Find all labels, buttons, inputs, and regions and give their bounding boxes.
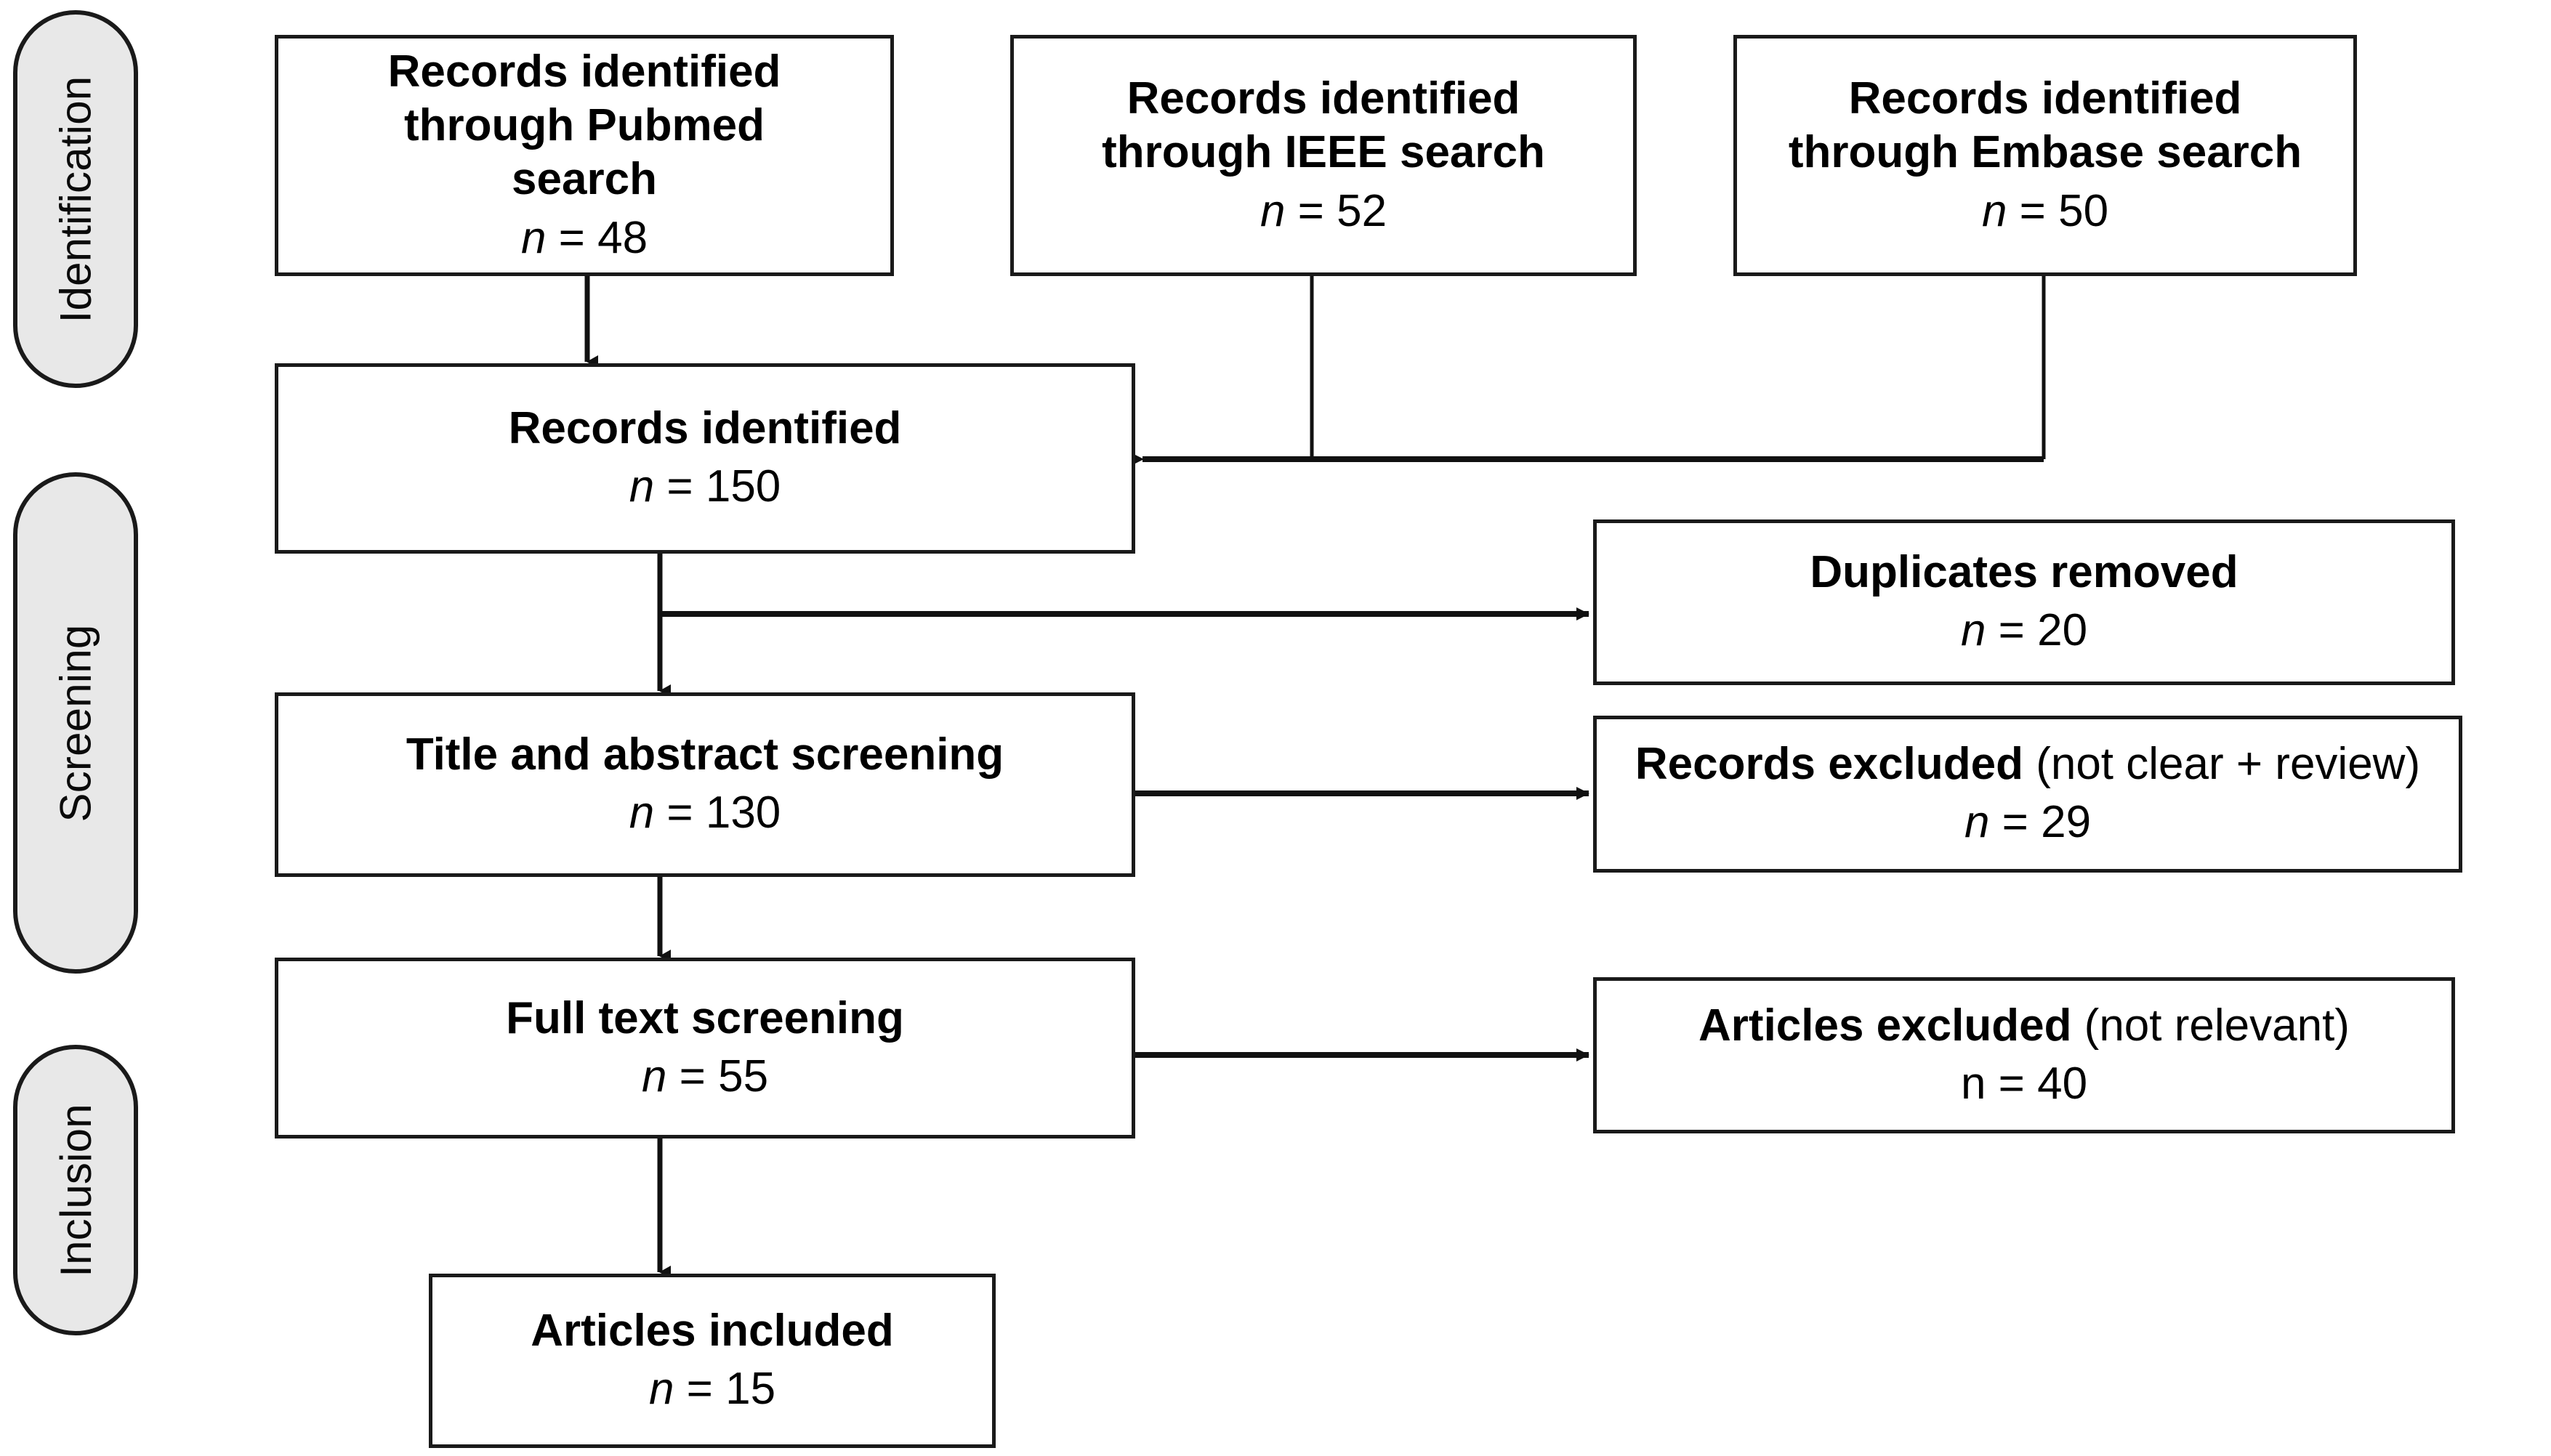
phase-label-screening: Screening xyxy=(51,624,100,822)
n-symbol-pubmed: n xyxy=(520,212,547,263)
n-symbol-embase: n xyxy=(1981,185,2007,236)
box-count-records-identified: n = 150 xyxy=(629,458,781,515)
n-symbol-title-abstract: n xyxy=(629,788,655,838)
box-count-embase: n = 50 xyxy=(1982,183,2108,240)
box-duplicates-removed: Duplicates removed n = 20 xyxy=(1593,519,2455,685)
box-title-title-abstract: Title and abstract screening xyxy=(406,729,1004,780)
n-value-articles-excluded: = 40 xyxy=(1998,1058,2088,1109)
n-symbol-records-identified: n xyxy=(629,461,655,512)
box-count-duplicates-removed: n = 20 xyxy=(1961,602,2087,659)
n-value-title-abstract: = 130 xyxy=(666,788,781,838)
box-count-articles-excluded: n = 40 xyxy=(1961,1056,2087,1112)
n-value-pubmed: = 48 xyxy=(558,212,648,263)
box-title-records-excluded: Records excluded (not clear + review) xyxy=(1635,737,2420,791)
box-articles-included: Articles included n = 15 xyxy=(429,1274,996,1448)
box-title-records-excluded-note: (not clear + review) xyxy=(2023,739,2421,790)
box-records-identified-pubmed: Records identified through Pubmed search… xyxy=(275,35,894,276)
box-records-identified-embase: Records identified through Embase search… xyxy=(1733,35,2357,276)
box-title-articles-included: Articles included xyxy=(531,1306,894,1356)
n-symbol-records-excluded: n xyxy=(1964,797,1990,848)
n-value-full-text: = 55 xyxy=(679,1051,769,1101)
box-title-duplicates-removed: Duplicates removed xyxy=(1810,547,2238,598)
n-value-embase: = 50 xyxy=(2019,185,2109,236)
box-count-pubmed: n = 48 xyxy=(521,210,648,267)
n-symbol-full-text: n xyxy=(641,1051,667,1101)
n-symbol-ieee: n xyxy=(1260,185,1286,236)
box-full-text-screening: Full text screening n = 55 xyxy=(275,958,1135,1138)
box-records-excluded: Records excluded (not clear + review) n … xyxy=(1593,716,2462,873)
box-title-abstract-screening: Title and abstract screening n = 130 xyxy=(275,692,1135,877)
box-title-embase: Records identified through Embase search xyxy=(1788,73,2302,178)
box-title-ieee: Records identified through IEEE search xyxy=(1102,73,1545,178)
n-value-records-identified: = 150 xyxy=(666,461,781,512)
n-symbol-duplicates-removed: n xyxy=(1960,605,1986,656)
phase-pill-screening: Screening xyxy=(13,472,138,974)
phase-label-inclusion: Inclusion xyxy=(51,1103,100,1277)
n-value-records-excluded: = 29 xyxy=(2002,797,2092,848)
box-title-records-identified: Records identified xyxy=(508,403,902,454)
box-count-ieee: n = 52 xyxy=(1260,183,1387,240)
phase-pill-identification: Identification xyxy=(13,10,138,388)
box-title-articles-excluded-bold: Articles excluded xyxy=(1698,1000,2072,1051)
phase-label-identification: Identification xyxy=(51,76,100,323)
n-value-ieee: = 52 xyxy=(1297,185,1387,236)
box-count-articles-included: n = 15 xyxy=(649,1361,775,1417)
box-title-full-text: Full text screening xyxy=(506,992,904,1043)
box-count-records-excluded: n = 29 xyxy=(1964,794,2091,851)
box-title-records-excluded-bold: Records excluded xyxy=(1635,739,2023,790)
box-articles-excluded: Articles excluded (not relevant) n = 40 xyxy=(1593,977,2455,1133)
box-records-identified-ieee: Records identified through IEEE search n… xyxy=(1010,35,1637,276)
box-title-articles-excluded: Articles excluded (not relevant) xyxy=(1698,999,2350,1053)
n-symbol-articles-excluded: n xyxy=(1960,1058,1986,1109)
box-title-articles-excluded-note: (not relevant) xyxy=(2071,1000,2350,1051)
n-value-articles-included: = 15 xyxy=(686,1364,776,1415)
box-records-identified-total: Records identified n = 150 xyxy=(275,363,1135,554)
box-count-title-abstract: n = 130 xyxy=(629,785,781,841)
phase-pill-inclusion: Inclusion xyxy=(13,1045,138,1335)
n-symbol-articles-included: n xyxy=(648,1364,674,1415)
n-value-duplicates-removed: = 20 xyxy=(1998,605,2088,656)
box-count-full-text: n = 55 xyxy=(642,1048,768,1105)
box-title-pubmed: Records identified through Pubmed search xyxy=(387,46,781,205)
